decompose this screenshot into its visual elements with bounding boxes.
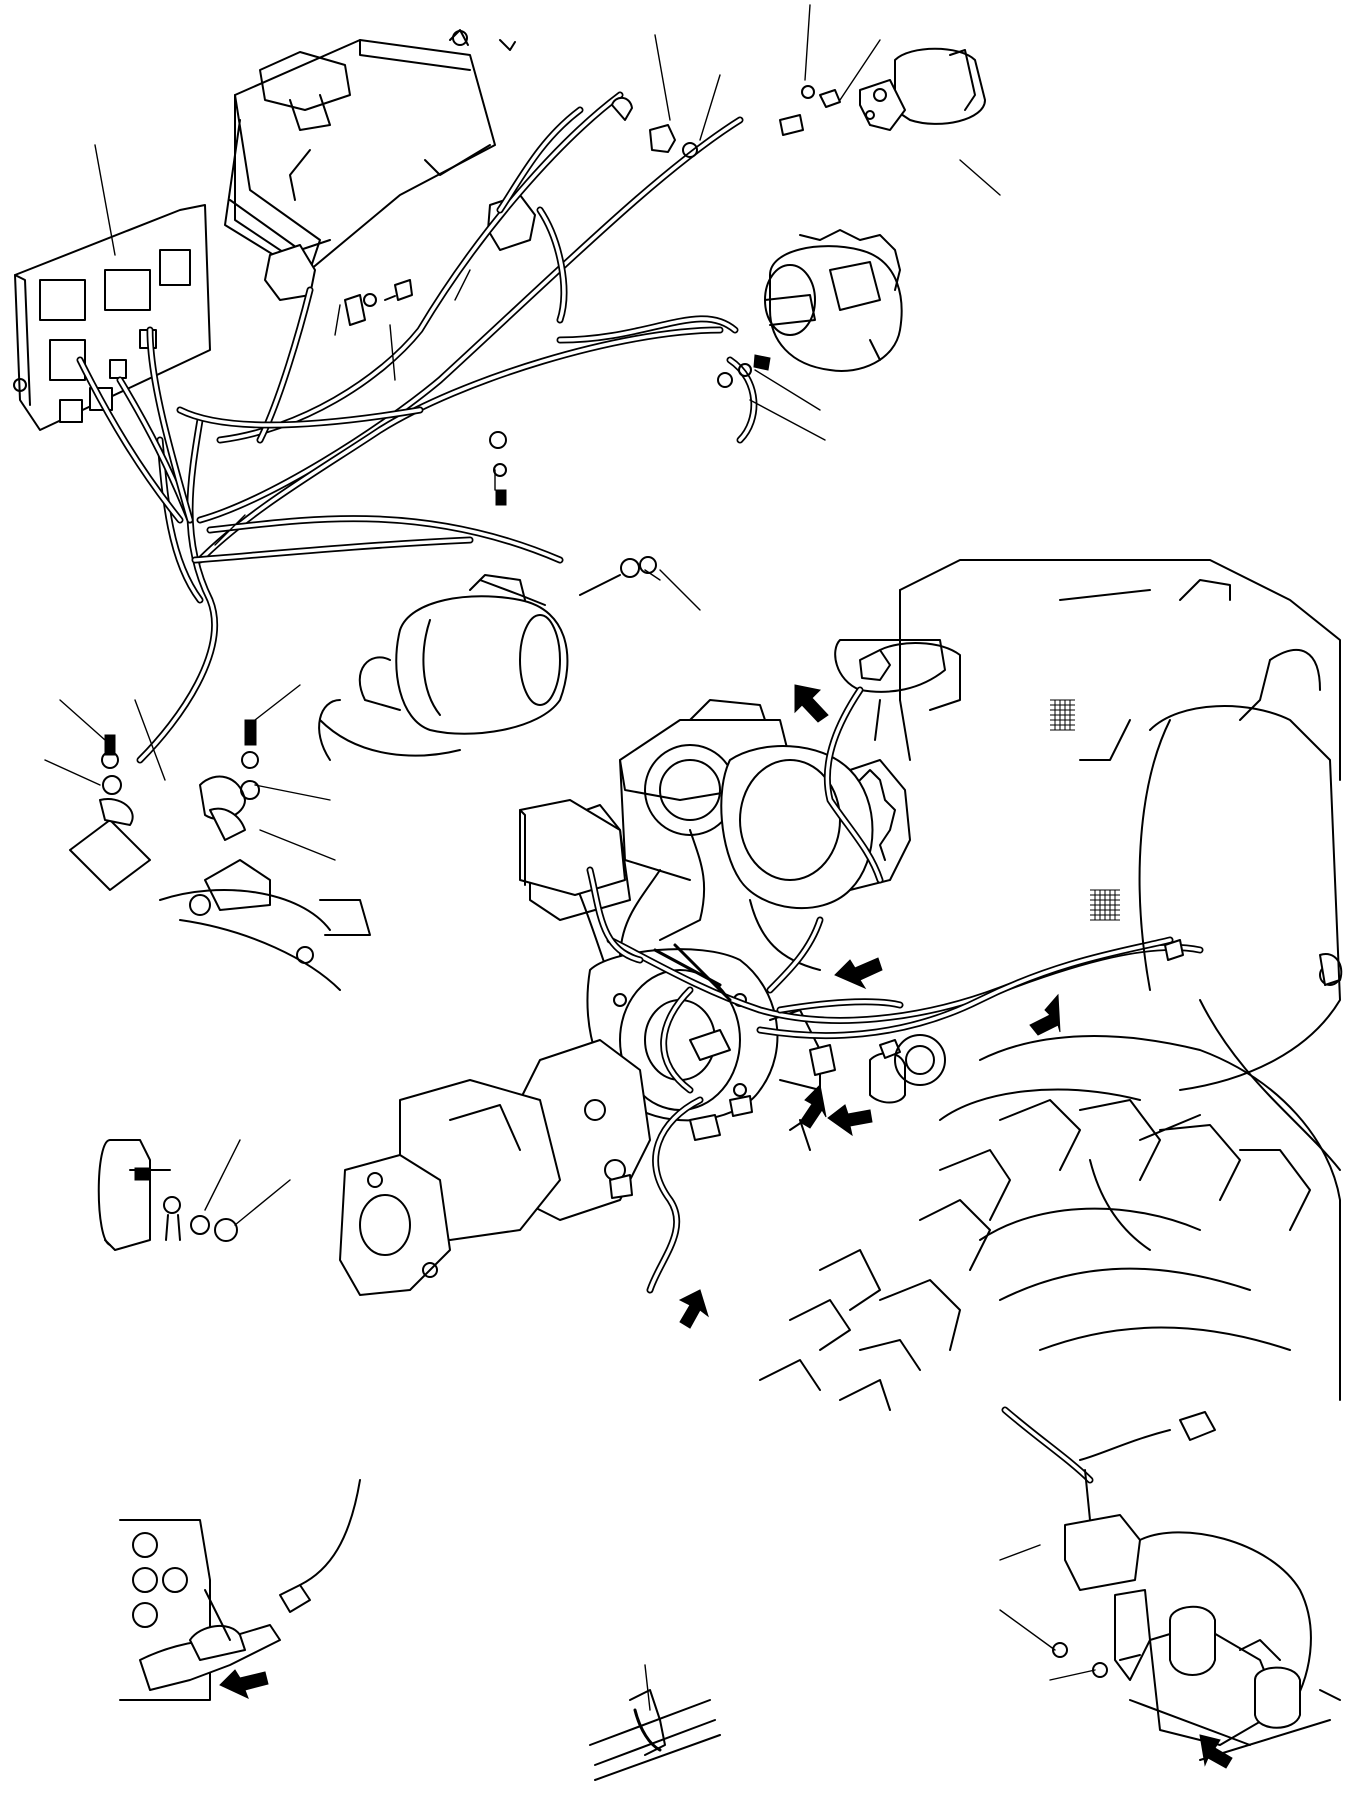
terminals-top (479, 354, 771, 606)
fuse-panel (13, 204, 211, 431)
alternator (764, 229, 903, 372)
solenoid-valve (779, 47, 986, 136)
hydraulic-pump (339, 948, 821, 1296)
relay-block (264, 194, 536, 326)
cable-tie-detail (589, 1689, 721, 1781)
ground-bracket (69, 719, 371, 991)
engine-harness (586, 686, 1343, 1294)
control-box (519, 799, 626, 981)
ground-terminal-detail (97, 1139, 238, 1251)
grille-hatch (1050, 699, 1120, 921)
pressure-switch (611, 96, 698, 158)
engine-assembly (529, 639, 961, 971)
battery-assembly (224, 29, 516, 271)
main-harness (76, 91, 758, 764)
pump-sensors (609, 1034, 946, 1199)
sensor-bracket-detail (1001, 1406, 1341, 1769)
tire-and-fender (759, 559, 1341, 1411)
leader-lines (44, 4, 1096, 1711)
arrows (678, 684, 1061, 1329)
starter-motor (318, 574, 569, 761)
valve-sensor-detail (119, 1479, 361, 1701)
